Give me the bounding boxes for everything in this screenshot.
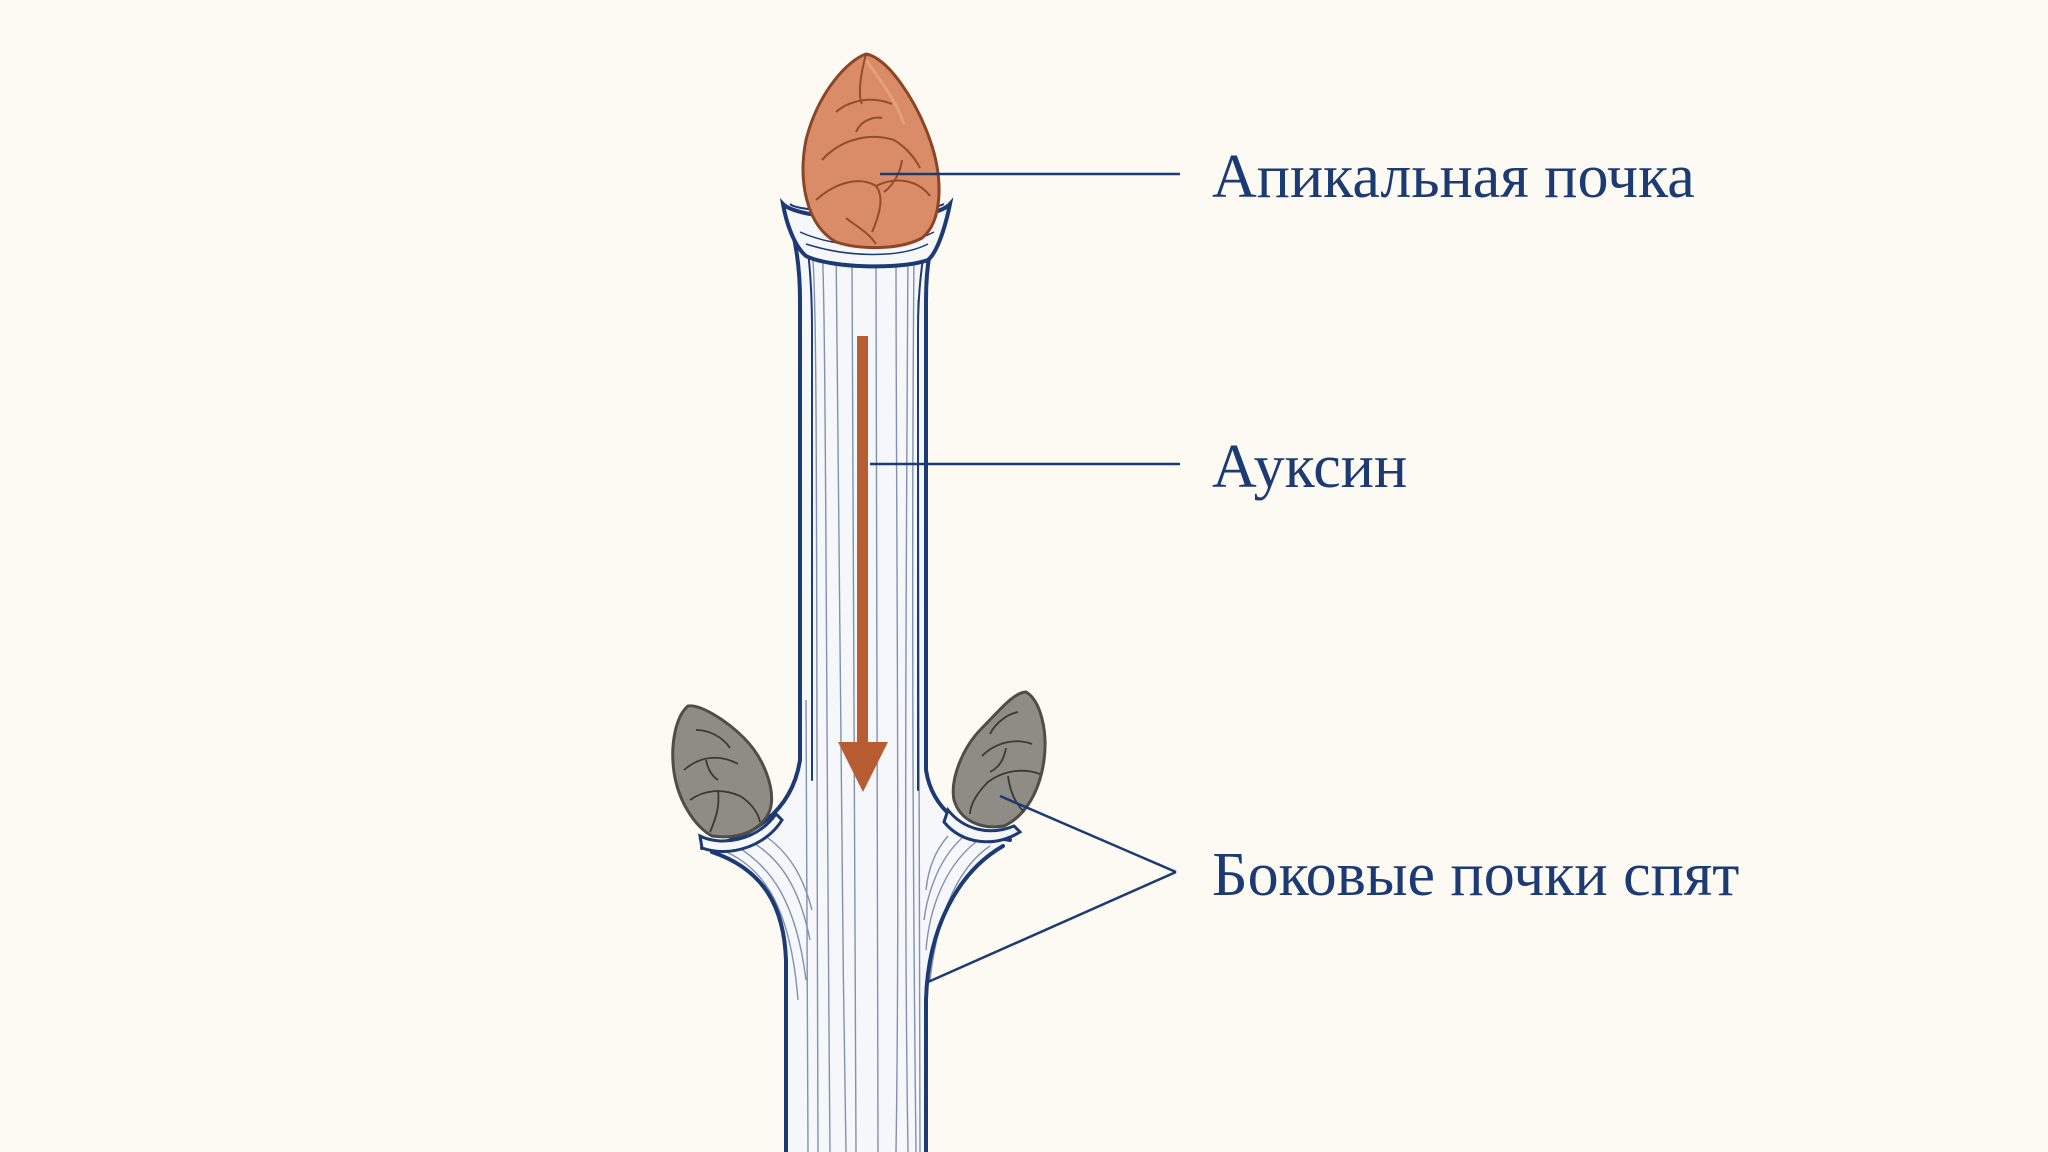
lateral-buds-label: Боковые почки спят	[1212, 841, 1740, 909]
stem-fiber-lines	[721, 241, 991, 1152]
leader-lines	[870, 172, 1180, 984]
apical-bud-label: Апикальная почка	[1212, 143, 1695, 211]
apical-bud	[801, 52, 941, 250]
lateral-bud-leader-line-lower	[927, 870, 1177, 984]
right-lateral-bud	[942, 690, 1047, 844]
lateral-bud-leader-line-upper	[999, 794, 1177, 874]
auxin-arrow	[838, 336, 888, 792]
left-lateral-bud	[671, 704, 784, 853]
auxin-label: Ауксин	[1212, 433, 1408, 501]
